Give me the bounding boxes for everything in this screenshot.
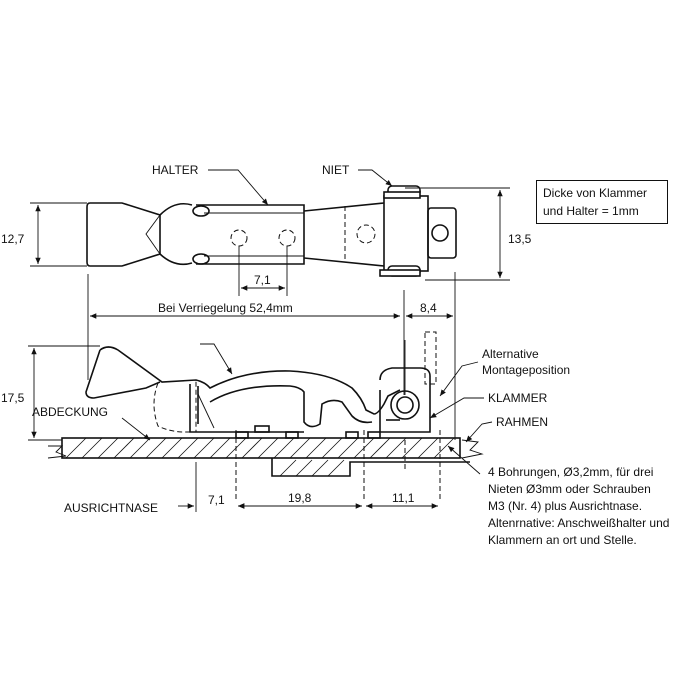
dim-8-4: 8,4 <box>420 301 437 315</box>
top-view <box>30 185 510 281</box>
dim-13-5: 13,5 <box>508 232 532 246</box>
dim-19-8: 19,8 <box>288 491 312 505</box>
alternative-label-1: Alternative <box>482 347 539 361</box>
mounting-note-line: Altenrnative: Anschweißhalter und <box>488 516 670 530</box>
mounting-note-line: 4 Bohrungen, Ø3,2mm, für drei <box>488 465 654 479</box>
dim-7-1-bottom: 7,1 <box>208 493 225 507</box>
halter-label: HALTER <box>152 163 199 177</box>
thickness-note-box: Dicke von Klammer und Halter = 1mm <box>536 180 668 224</box>
niet-label: NIET <box>322 163 350 177</box>
side-view <box>47 331 484 477</box>
mounting-note-line: M3 (Nr. 4) plus Ausrichtnase. <box>488 499 643 513</box>
dim-7-1-top: 7,1 <box>254 273 271 287</box>
abdeckung-label: ABDECKUNG <box>32 405 108 419</box>
klammer-lever <box>99 346 401 415</box>
alternative-label-2: Montageposition <box>482 363 570 377</box>
klammer-label: KLAMMER <box>488 391 548 405</box>
mounting-note-line: Klammern an ort und Stelle. <box>488 533 637 547</box>
plate-hatching <box>65 437 455 477</box>
halter-plate <box>196 204 305 265</box>
mounting-note-line: Nieten Ø3mm oder Schrauben <box>488 482 651 496</box>
mounting-note: 4 Bohrungen, Ø3,2mm, für drei Nieten Ø3m… <box>488 464 700 549</box>
verriegelung-label: Bei Verriegelung 52,4mm <box>158 301 293 315</box>
ausrichtnase-label: AUSRICHTNASE <box>64 501 158 515</box>
thickness-note-line1: Dicke von Klammer <box>543 186 648 200</box>
dim-12-7: 12,7 <box>1 232 25 246</box>
halter-grip <box>86 202 161 267</box>
dim-17-5: 17,5 <box>1 391 25 405</box>
thickness-note-line2: und Halter = 1mm <box>543 204 639 218</box>
rahmen-label: RAHMEN <box>496 415 548 429</box>
dim-11-1: 11,1 <box>392 491 415 505</box>
